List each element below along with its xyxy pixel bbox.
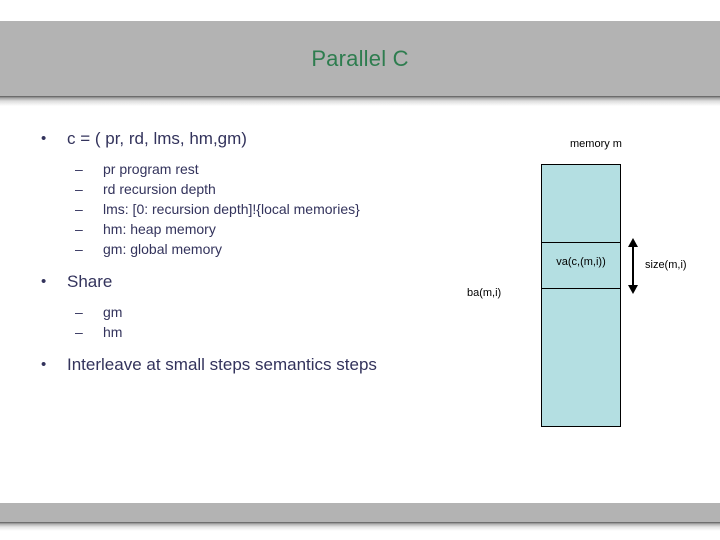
bullet-dash-icon: – bbox=[75, 221, 83, 237]
list-item: – pr program rest bbox=[33, 159, 493, 179]
list-item: – gm: global memory bbox=[33, 239, 493, 259]
bullet-dot-icon: • bbox=[41, 130, 47, 147]
title-band: Parallel C bbox=[0, 21, 720, 96]
list-item-label: hm bbox=[103, 324, 123, 340]
list-item-label: pr program rest bbox=[103, 161, 199, 177]
list-item-label: hm: heap memory bbox=[103, 221, 216, 237]
title-band-shadow bbox=[0, 96, 720, 106]
list-item: – hm: heap memory bbox=[33, 219, 493, 239]
virtual-address-label: va(c,(m,i)) bbox=[556, 256, 606, 268]
list-item: – hm bbox=[33, 322, 493, 342]
bullet-dash-icon: – bbox=[75, 324, 83, 340]
bullet-list: • c = ( pr, rd, lms, hm,gm) – pr program… bbox=[33, 128, 493, 378]
list-item: • Share bbox=[33, 271, 493, 293]
footer-band-shadow bbox=[0, 522, 720, 531]
memory-block-allocated bbox=[541, 242, 621, 289]
memory-block-upper bbox=[541, 164, 621, 242]
bullet-dash-icon: – bbox=[75, 161, 83, 177]
list-item-label: Interleave at small steps semantics step… bbox=[67, 355, 377, 374]
list-item-label: lms: [0: recursion depth]!{local memorie… bbox=[103, 201, 360, 217]
bullet-dot-icon: • bbox=[41, 273, 47, 290]
list-item: • Interleave at small steps semantics st… bbox=[33, 354, 493, 376]
memory-diagram: memory m va(c,(m,i)) ba(m,i) size(m,i) bbox=[450, 130, 720, 440]
bullet-dash-icon: – bbox=[75, 181, 83, 197]
list-item: – lms: [0: recursion depth]!{local memor… bbox=[33, 199, 493, 219]
bullet-dash-icon: – bbox=[75, 304, 83, 320]
memory-label: memory m bbox=[570, 138, 622, 150]
bullet-dash-icon: – bbox=[75, 201, 83, 217]
page-title: Parallel C bbox=[311, 46, 409, 71]
size-label: size(m,i) bbox=[645, 259, 687, 271]
list-item: – rd recursion depth bbox=[33, 179, 493, 199]
list-item-label: rd recursion depth bbox=[103, 181, 216, 197]
footer-band bbox=[0, 503, 720, 522]
list-item: – gm bbox=[33, 302, 493, 322]
bullet-dot-icon: • bbox=[41, 356, 47, 373]
list-item-label: c = ( pr, rd, lms, hm,gm) bbox=[67, 129, 247, 148]
size-double-arrow-icon bbox=[628, 238, 638, 294]
list-item-label: gm bbox=[103, 304, 123, 320]
memory-block-lower bbox=[541, 289, 621, 427]
list-item-label: gm: global memory bbox=[103, 241, 223, 257]
list-item: • c = ( pr, rd, lms, hm,gm) bbox=[33, 128, 493, 150]
base-address-label: ba(m,i) bbox=[467, 287, 502, 299]
list-item-label: Share bbox=[67, 272, 113, 291]
bullet-dash-icon: – bbox=[75, 241, 83, 257]
